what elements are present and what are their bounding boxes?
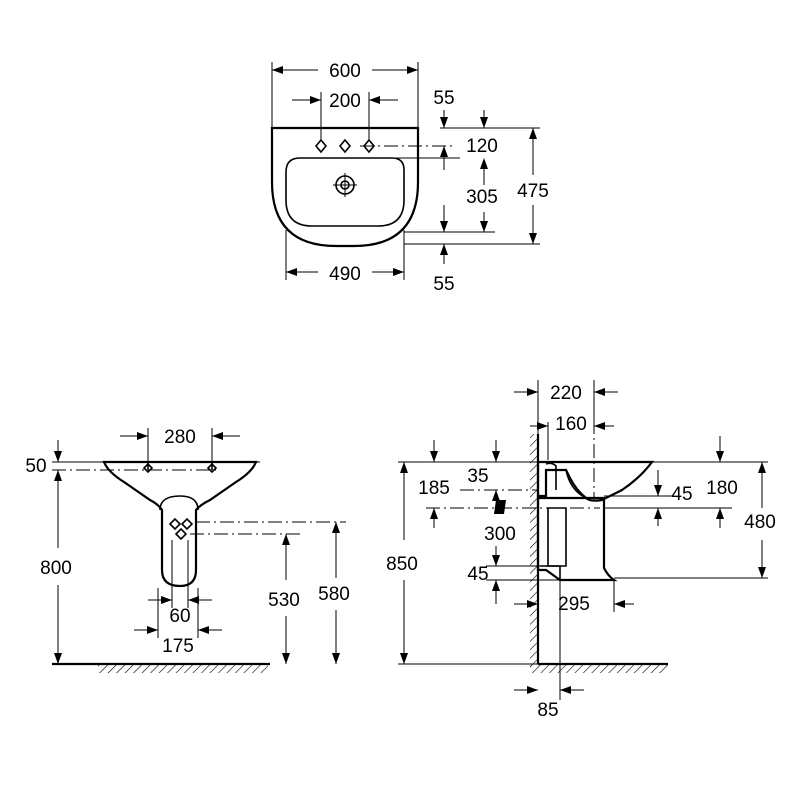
drain-icon [333, 173, 357, 197]
basin-side-outline [536, 460, 655, 502]
top-view: 600 200 55 120 305 475 [270, 61, 549, 295]
dim-800: 800 [40, 558, 72, 579]
side-view: 220 160 185 35 300 45 [386, 380, 776, 721]
dim-45-upper: 45 [671, 484, 692, 505]
waste-fitting-icon [168, 517, 194, 541]
dim-200: 200 [329, 91, 361, 112]
dim-85: 85 [537, 700, 558, 721]
dim-850: 850 [386, 554, 418, 575]
dim-175: 175 [162, 636, 194, 657]
dim-185: 185 [418, 478, 450, 499]
dim-300: 300 [484, 524, 516, 545]
outlet-marker-icon [494, 500, 506, 514]
dim-35: 35 [467, 466, 488, 487]
tap-holes-icon [314, 138, 376, 154]
dim-45-lower: 45 [467, 564, 488, 585]
dim-490: 490 [329, 264, 361, 285]
basin-top-outline [270, 126, 420, 248]
dim-580: 580 [318, 584, 350, 605]
dim-295: 295 [558, 594, 590, 615]
dim-120: 120 [466, 136, 498, 157]
front-view: 280 50 800 530 580 [25, 427, 350, 673]
dim-475: 475 [517, 181, 549, 202]
dim-160: 160 [555, 414, 587, 435]
dim-305: 305 [466, 187, 498, 208]
basin-top-inner-bowl [285, 157, 405, 227]
dim-530: 530 [268, 590, 300, 611]
dim-480: 480 [744, 512, 776, 533]
pedestal-side-outline [536, 496, 618, 582]
basin-front-outline [102, 460, 258, 588]
wall-hatch [530, 434, 538, 668]
dim-220: 220 [550, 383, 582, 404]
dim-180: 180 [706, 478, 738, 499]
dim-60: 60 [169, 606, 190, 627]
dim-600: 600 [329, 61, 361, 82]
dim-55-bottom: 55 [433, 274, 454, 295]
dim-55-top: 55 [433, 88, 454, 109]
dim-50: 50 [25, 456, 46, 477]
dim-280: 280 [164, 427, 196, 448]
